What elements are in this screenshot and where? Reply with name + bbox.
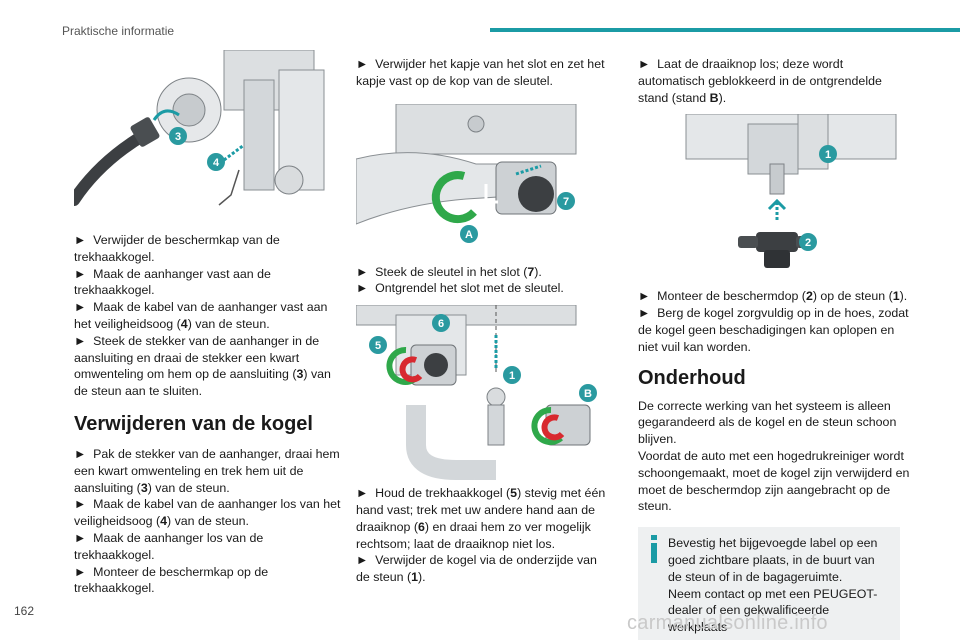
page-number: 162 (14, 604, 35, 618)
step-attach-trailer: Maak de aanhanger vast aan de trekhaakko… (74, 266, 342, 300)
column-3: Laat de draaiknop los; deze wordt automa… (638, 50, 910, 640)
figure-ball-removal: 5 6 1 B (356, 305, 614, 482)
step-store-ball: Berg de kogel zorgvuldig op in de hoes, … (638, 305, 910, 355)
step-connect-plug: Steek de stekker van de aanhanger in de … (74, 333, 342, 400)
maintenance-text-2: Voordat de auto met een hogedrukreiniger… (638, 448, 910, 514)
figure-label-2: 2 (805, 237, 811, 249)
figure-label-b: B (584, 388, 592, 400)
watermark: carmanualsonline.info (627, 612, 828, 634)
step-detach-trailer: Maak de aanhanger los van de trekhaakkog… (74, 530, 342, 564)
step-unplug: Pak de stekker van de aanhanger, draai h… (74, 446, 342, 496)
step-attach-cable: Maak de kabel van de aanhanger vast aan … (74, 299, 342, 333)
info-text-dealer: Neem contact op met een PEUGEOT-dealer o… (668, 586, 878, 635)
figure-label-5: 5 (375, 340, 381, 352)
step-fit-protective-cap: Monteer de beschermdop (2) op de steun (… (638, 288, 910, 305)
figure-label-7: 7 (563, 196, 569, 208)
step-release-knob: Laat de draaiknop los; deze wordt automa… (638, 56, 910, 106)
step-remove-cap: Verwijder de beschermkap van de trekhaak… (74, 232, 342, 266)
figure-label-4: 4 (213, 157, 220, 169)
header-accent-bar (490, 28, 960, 32)
section-heading-remove-ball: Verwijderen van de kogel (74, 412, 313, 435)
figure-label-a: A (465, 229, 473, 241)
maintenance-text-1: De correcte werking van het systeem is a… (638, 398, 897, 447)
step-detach-cable: Maak de kabel van de aanhanger los van h… (74, 496, 342, 530)
info-box: Bevestig het bijgevoegde label op een go… (638, 527, 900, 640)
running-header: Praktische informatie (62, 24, 175, 38)
step-hold-ball: Houd de trekhaakkogel (5) stevig met één… (356, 485, 614, 552)
step-fit-cap: Monteer de beschermkap op de trekhaakkog… (74, 564, 342, 598)
figure-label-6: 6 (438, 318, 444, 330)
step-remove-ball: Verwijder de kogel via de onderzijde van… (356, 552, 614, 586)
figure-label-3: 3 (175, 131, 181, 143)
figure-label-1: 1 (509, 370, 515, 382)
info-icon (651, 535, 657, 564)
column-1: 3 4 Verwijder de beschermkap van de trek… (74, 50, 342, 597)
figure-plug-connection: 3 4 (74, 50, 342, 226)
step-insert-key: Steek de sleutel in het slot (7). (356, 264, 614, 281)
info-text-label: Bevestig het bijgevoegde label op een go… (668, 536, 878, 584)
step-remove-lock-cap: Verwijder het kapje van het slot en zet … (356, 56, 614, 90)
figure-key-lock: 7 A (356, 103, 614, 254)
step-unlock: Ontgrendel het slot met de sleutel. (356, 280, 614, 297)
section-heading-maintenance: Onderhoud (638, 366, 746, 389)
figure-label-1: 1 (825, 149, 831, 161)
figure-protective-cap: 1 2 (638, 114, 910, 283)
column-2: Verwijder het kapje van het slot en zet … (356, 50, 614, 586)
